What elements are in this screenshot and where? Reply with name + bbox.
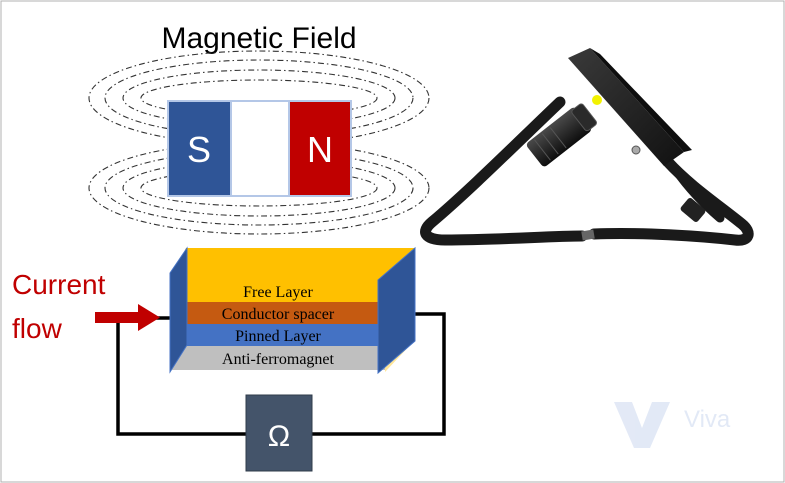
magnet-north-label: N	[307, 129, 333, 170]
sensor-led-indicator	[592, 95, 602, 105]
magnet-south-pole	[167, 100, 232, 197]
sensor-illustration	[420, 48, 754, 246]
magnetic-field-title: Magnetic Field	[161, 22, 356, 55]
sensor-body	[568, 48, 684, 166]
bar-magnet: S N	[167, 100, 352, 197]
layer-free-label: Free Layer	[243, 284, 313, 301]
magnet-middle	[230, 100, 290, 197]
current-flow-arrow	[95, 304, 160, 331]
layer-conductor-spacer-label: Conductor spacer	[222, 306, 335, 323]
viva-watermark: Viva	[614, 402, 731, 448]
magnet-south-label: S	[187, 129, 211, 170]
field-line-top-4	[88, 50, 430, 146]
stack-top-face	[172, 248, 415, 281]
viva-watermark-text: Viva	[684, 406, 731, 433]
field-line-top-2	[122, 69, 396, 127]
layer-pinned	[172, 324, 385, 346]
current-label-line1: Current	[12, 269, 106, 300]
sensor-connector	[526, 103, 597, 167]
electrode-right	[377, 246, 416, 375]
field-line-bottom-4	[88, 141, 430, 235]
ohmmeter: Ω	[245, 394, 313, 472]
layer-free	[172, 281, 385, 302]
field-line-bottom-3	[104, 150, 414, 226]
field-line-bottom-2	[122, 159, 396, 217]
ohmmeter-box	[245, 394, 313, 472]
gmr-layer-stack: Free Layer Conductor spacer Pinned Layer…	[169, 246, 416, 375]
sensor-cable-right	[588, 156, 754, 246]
layer-conductor-spacer	[172, 302, 385, 324]
ohm-symbol: Ω	[268, 420, 290, 453]
viva-logo-icon	[614, 402, 670, 448]
current-label-line2: flow	[12, 313, 63, 344]
layer-anti-ferromagnet	[172, 346, 385, 370]
sensor-screw	[631, 145, 641, 155]
layer-anti-ferromagnet-label: Anti-ferromagnet	[222, 351, 335, 368]
sensor-cable-left	[420, 96, 588, 246]
sensor-cable-gap	[581, 229, 595, 241]
magnet-north-pole	[288, 100, 352, 197]
layer-pinned-label: Pinned Layer	[235, 328, 321, 345]
electrode-left	[169, 246, 188, 374]
